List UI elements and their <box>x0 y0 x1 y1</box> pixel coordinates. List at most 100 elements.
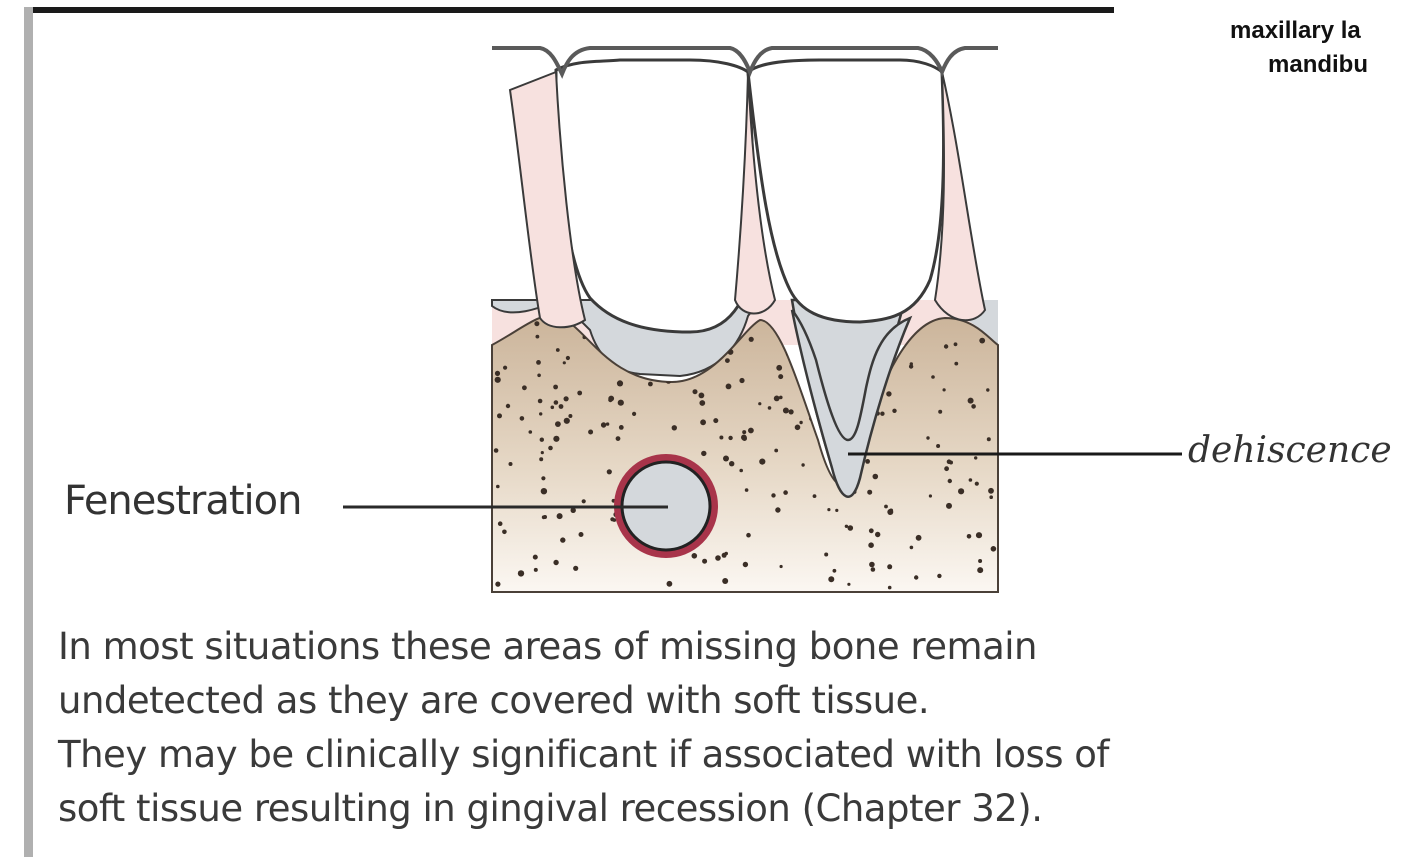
marrow-dot <box>968 398 974 404</box>
marrow-dot <box>539 412 542 415</box>
marrow-dot <box>988 488 994 494</box>
marrow-dot <box>616 436 621 441</box>
marrow-dot <box>847 583 850 586</box>
marrow-dot <box>739 378 744 383</box>
marrow-dot <box>564 396 569 401</box>
marrow-dot <box>536 360 541 365</box>
marrow-dot <box>909 364 913 368</box>
caption-line-2: undetected as they are covered with soft… <box>58 674 1358 728</box>
marrow-dot <box>768 406 772 410</box>
marrow-dot <box>538 399 543 404</box>
marrow-dot <box>868 542 874 548</box>
marrow-dot <box>606 422 609 425</box>
marrow-dot <box>974 456 977 459</box>
marrow-dot <box>943 388 946 391</box>
marrow-dot <box>534 568 538 572</box>
marrow-dot <box>954 362 958 366</box>
marrow-dot <box>801 463 804 466</box>
marrow-dot <box>632 412 636 416</box>
marrow-dot <box>987 437 991 441</box>
marrow-dot <box>774 449 778 453</box>
marrow-dot <box>776 365 782 371</box>
marrow-dot <box>869 562 875 568</box>
marrow-dot <box>910 546 914 550</box>
marrow-dot <box>537 374 541 378</box>
marrow-dot <box>529 430 533 434</box>
marrow-dot <box>588 430 593 435</box>
marrow-dot <box>692 553 698 559</box>
marrow-dot <box>944 466 949 471</box>
marrow-dot <box>610 517 614 521</box>
marrow-dot <box>566 356 570 360</box>
marrow-dot <box>520 416 525 421</box>
marrow-dot <box>771 493 775 497</box>
marrow-dot <box>745 488 749 492</box>
marrow-dot <box>556 348 560 352</box>
marrow-dot <box>715 555 721 561</box>
marrow-dot <box>869 528 874 533</box>
marrow-dot <box>607 469 612 474</box>
marrow-dot <box>865 459 870 464</box>
marrow-dot <box>563 361 566 364</box>
marrow-dot <box>724 552 728 556</box>
marrow-dot <box>813 494 817 498</box>
marrow-dot <box>495 582 500 587</box>
marrow-dot <box>601 422 606 427</box>
marrow-dot <box>887 509 893 515</box>
marrow-dot <box>539 457 543 461</box>
marrow-dot <box>742 436 747 441</box>
marrow-dot <box>926 436 929 439</box>
marrow-dot <box>873 474 879 480</box>
tooth-crown-left <box>556 60 753 332</box>
marrow-dot <box>742 430 746 434</box>
fenestration-label: Fenestration <box>64 478 302 524</box>
marrow-dot <box>579 532 584 537</box>
marrow-dot <box>958 488 964 494</box>
marrow-dot <box>496 485 500 489</box>
marrow-dot <box>618 400 624 406</box>
marrow-dot <box>617 380 623 386</box>
marrow-dot <box>541 488 547 494</box>
marrow-dot <box>728 436 732 440</box>
marrow-dot <box>986 388 989 391</box>
marrow-dot <box>553 436 559 442</box>
marrow-dot <box>937 574 941 578</box>
marrow-dot <box>723 456 729 462</box>
marrow-dot <box>548 446 553 451</box>
marrow-dot <box>799 421 802 424</box>
marrow-dot <box>553 560 558 565</box>
marrow-dot <box>931 375 935 379</box>
marrow-dot <box>977 567 983 573</box>
marrow-dot <box>835 509 838 512</box>
marrow-dot <box>775 507 780 512</box>
marrow-dot <box>748 428 754 434</box>
marrow-dot <box>944 344 948 348</box>
marrow-dot <box>725 358 730 363</box>
marrow-dot <box>559 404 564 409</box>
marrow-dot <box>749 337 754 342</box>
marrow-dot <box>884 505 888 509</box>
marrow-dot <box>887 564 892 569</box>
marrow-dot <box>991 546 997 552</box>
marrow-dot <box>502 530 507 535</box>
marrow-dot <box>875 532 880 537</box>
marrow-dot <box>892 409 896 413</box>
marrow-dot <box>619 425 624 430</box>
marrow-dot <box>969 478 973 482</box>
marrow-dot <box>518 570 524 576</box>
marrow-dot <box>949 461 953 465</box>
marrow-dot <box>534 321 539 326</box>
marrow-dot <box>536 335 540 339</box>
marrow-dot <box>888 586 892 590</box>
marrow-dot <box>577 391 582 396</box>
marrow-dot <box>916 535 922 541</box>
marrow-dot <box>867 490 872 495</box>
marrow-dot <box>979 338 985 344</box>
marrow-dot <box>555 421 561 427</box>
marrow-dot <box>693 389 698 394</box>
marrow-dot <box>989 495 993 499</box>
marrow-dot <box>700 419 706 425</box>
marrow-dot <box>936 444 940 448</box>
marrow-dot <box>560 537 565 542</box>
marrow-dot <box>795 425 801 431</box>
